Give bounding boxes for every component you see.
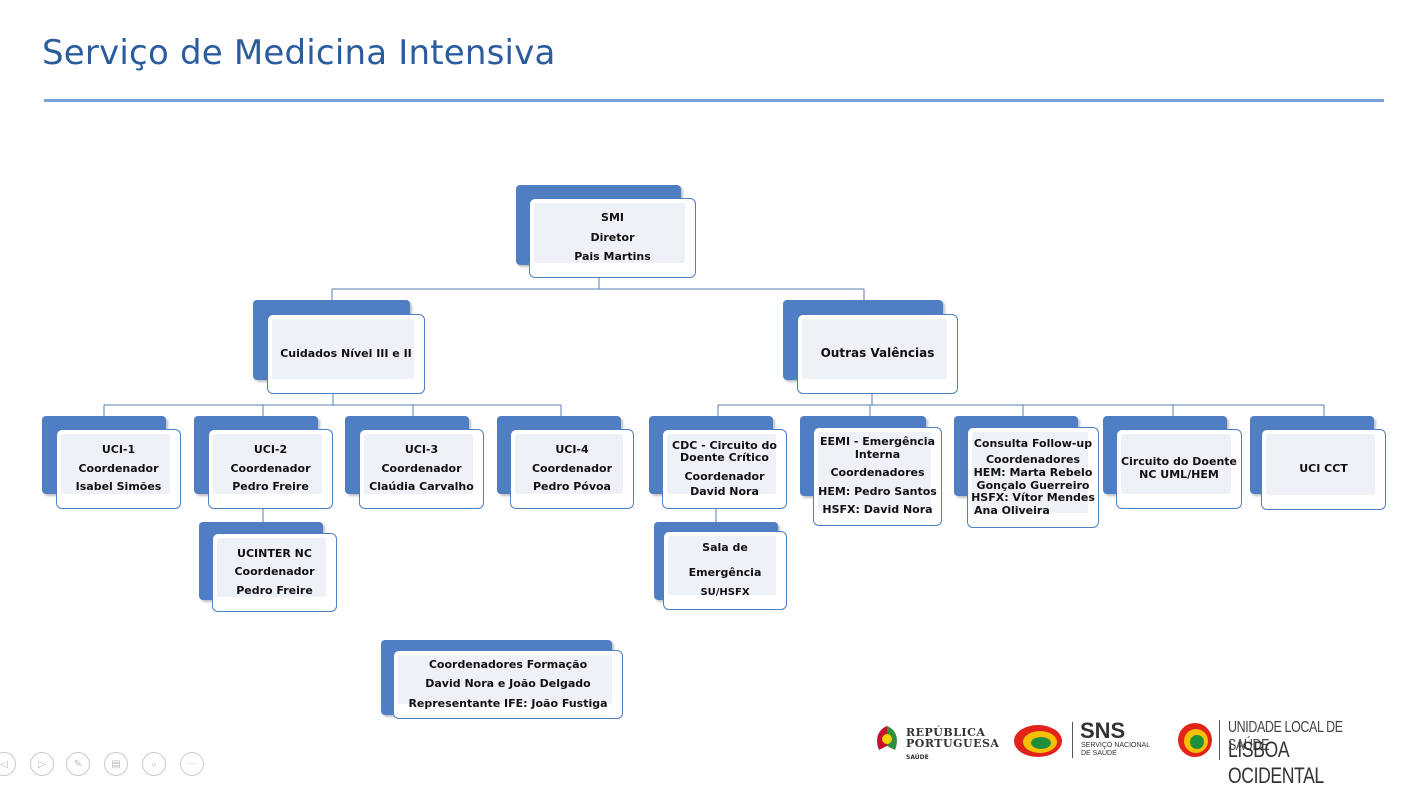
uls-line-2: LISBOA OCIDENTAL <box>1228 737 1324 788</box>
outras-line-1: Outras Valências <box>820 346 935 361</box>
circuito-line-2: NC UML/HEM <box>1139 468 1219 481</box>
node-eemi: EEMI - Emergência Interna Coordenadores … <box>800 416 942 526</box>
republica-line-2: PORTUGUESA <box>906 737 1000 750</box>
uci4-line-2: Coordenador <box>531 461 613 475</box>
smi-line-3: Pais Martins <box>574 250 651 264</box>
cdc-line-4: David Nora <box>690 484 759 498</box>
eemi-line-3: Coordenadores <box>830 466 925 480</box>
sns-logo-icon <box>1014 725 1062 757</box>
republica-line-1: REPÚBLICA <box>906 726 986 739</box>
uci1-line-3: Isabel Simões <box>75 480 162 494</box>
uls-logo-icon <box>1178 723 1212 757</box>
followup-line-1: Consulta Follow-up <box>973 436 1093 450</box>
uci4-line-3: Pedro Póvoa <box>533 480 611 494</box>
cdc-line-2: Doente Crítico <box>680 451 769 465</box>
followup-line-6: Ana Oliveira <box>974 503 1050 517</box>
next-icon[interactable]: ▷ <box>30 752 54 776</box>
uci2-line-3: Pedro Freire <box>232 480 309 494</box>
sns-label: SNS <box>1080 718 1126 743</box>
ucinter-line-1: UCINTER NC <box>237 546 312 560</box>
uci2-line-1: UCI-2 <box>253 443 288 457</box>
cdc-line-3: Coordenador <box>684 470 765 483</box>
uci3-line-1: UCI-3 <box>404 443 439 457</box>
smi-line-1: SMI <box>601 211 624 225</box>
republica-line-3: SAÚDE <box>906 754 929 761</box>
ucicct-line-1: UCI CCT <box>1299 462 1348 476</box>
uci2-line-2: Coordenador <box>230 461 311 475</box>
uci3-line-2: Coordenador <box>381 461 462 475</box>
uls-line-1: UNIDADE LOCAL DE SAÚDE <box>1228 719 1343 754</box>
node-smi: SMI Diretor Pais Martins <box>516 185 696 278</box>
node-sala: Sala de Emergência SU/HSFX <box>654 522 787 610</box>
followup-line-5: HSFX: Vítor Mendes <box>971 491 1095 505</box>
formacao-line-3: Representante IFE: João Fustiga <box>408 696 608 710</box>
node-outras: Outras Valências <box>783 300 958 394</box>
cuidados-line-1: Cuidados Nível III e II <box>280 346 412 360</box>
formacao-line-2: David Nora e João Delgado <box>425 677 591 691</box>
sala-line-3: SU/HSFX <box>700 587 750 599</box>
uci4-line-1: UCI-4 <box>555 443 589 457</box>
circuito-line-1: Circuito do Doente <box>1121 455 1237 469</box>
sns-sub-1: SERVIÇO NACIONAL <box>1081 742 1151 749</box>
smi-line-2: Diretor <box>590 230 635 244</box>
slides-icon[interactable]: ▤ <box>104 752 128 776</box>
pen-icon[interactable]: ✎ <box>66 752 90 776</box>
node-cdc: CDC - Circuito do Doente Crítico Coorden… <box>649 416 787 509</box>
eemi-line-4: HEM: Pedro Santos <box>818 484 937 498</box>
uci1-line-2: Coordenador <box>78 461 159 475</box>
node-cuidados: Cuidados Nível III e II <box>253 300 425 394</box>
cdc-line-1: CDC - Circuito do <box>672 438 777 452</box>
sala-line-2: Emergência <box>688 565 762 579</box>
republica-emblem-icon <box>877 726 897 750</box>
eemi-line-1: EEMI - Emergência <box>819 434 936 448</box>
eemi-line-5: HSFX: David Nora <box>822 503 933 517</box>
ucinter-line-3: Pedro Freire <box>236 583 313 597</box>
node-followup: Consulta Follow-up Coordenadores HEM: Ma… <box>954 416 1099 528</box>
node-uci1: UCI-1 Coordenador Isabel Simões <box>42 416 181 509</box>
title-rule <box>44 99 1384 102</box>
zoom-icon[interactable]: ⌕ <box>142 752 166 776</box>
node-ucinter: UCINTER NC Coordenador Pedro Freire <box>199 522 337 612</box>
node-ucicct: UCI CCT <box>1250 416 1386 510</box>
node-circuito: Circuito do Doente NC UML/HEM <box>1103 416 1242 509</box>
uls-divider <box>1219 720 1220 760</box>
eemi-line-2: Interna <box>854 447 901 461</box>
node-formacao: Coordenadores Formação David Nora e João… <box>381 640 623 719</box>
uci1-line-1: UCI-1 <box>101 443 136 457</box>
uci3-line-3: Claúdia Carvalho <box>369 480 474 494</box>
followup-line-4: Gonçalo Guerreiro <box>976 478 1090 492</box>
sala-line-1: Sala de <box>702 541 748 555</box>
footer-logos: REPÚBLICA PORTUGUESA SAÚDE SNS SERVIÇO N… <box>870 716 1410 788</box>
ucinter-line-2: Coordenador <box>234 565 315 579</box>
page-title: Serviço de Medicina Intensiva <box>42 33 556 73</box>
sns-divider <box>1072 722 1073 758</box>
sns-sub-2: DE SAÚDE <box>1081 750 1117 757</box>
more-icon[interactable]: ··· <box>180 752 204 776</box>
followup-line-3: HEM: Marta Rebelo <box>973 465 1093 479</box>
node-uci3: UCI-3 Coordenador Claúdia Carvalho <box>345 416 484 509</box>
formacao-line-1: Coordenadores Formação <box>428 657 588 671</box>
node-uci2: UCI-2 Coordenador Pedro Freire <box>194 416 333 509</box>
followup-line-2: Coordenadores <box>985 453 1081 467</box>
node-uci4: UCI-4 Coordenador Pedro Póvoa <box>497 416 634 509</box>
